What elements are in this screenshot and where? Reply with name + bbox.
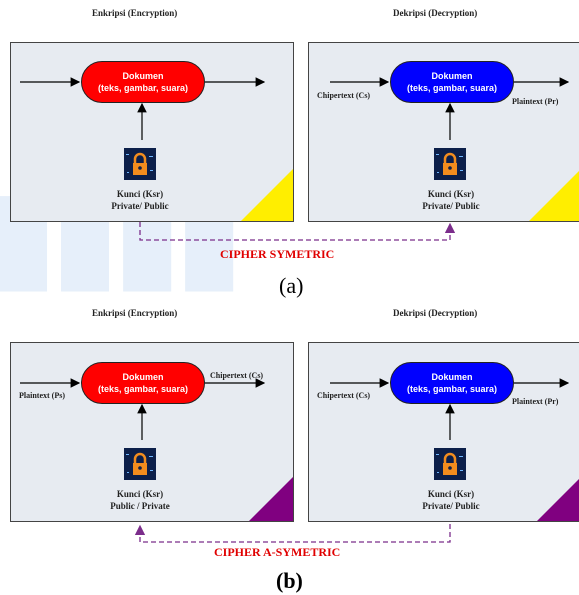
lock-icon xyxy=(124,148,156,180)
corner-triangle-purple xyxy=(249,477,293,521)
caption-a: (a) xyxy=(279,273,304,298)
document-pill-encrypt: Dokumen (teks, gambar, suara) xyxy=(81,61,205,103)
dashed-link-asymmetric xyxy=(134,524,451,543)
key-name: Kunci (Ksr) xyxy=(427,489,475,499)
document-pill-decrypt: Dokumen (teks, gambar, suara) xyxy=(390,362,514,404)
key-name: Kunci (Ksr) xyxy=(427,189,475,199)
plaintext-output-label: Plaintext (Pr) xyxy=(512,97,559,106)
key-type: Public / Private xyxy=(110,501,170,511)
key-type: Private/ Public xyxy=(422,501,480,511)
lock-icon xyxy=(434,448,466,480)
key-label-encrypt: Kunci (Ksr) Public / Private xyxy=(80,488,200,512)
caption-b: (b) xyxy=(276,568,303,593)
document-sub-label: (teks, gambar, suara) xyxy=(97,384,189,394)
diagram-b-left-header: Enkripsi (Encryption) xyxy=(92,308,178,318)
key-type: Private/ Public xyxy=(111,201,169,211)
key-label-decrypt: Kunci (Ksr) Private/ Public xyxy=(391,188,511,212)
key-type: Private/ Public xyxy=(422,201,480,211)
corner-triangle-purple xyxy=(537,477,579,521)
document-label: Dokumen xyxy=(431,71,473,81)
document-pill-decrypt: Dokumen (teks, gambar, suara) xyxy=(390,61,514,103)
lock-icon-graphic xyxy=(436,452,463,475)
key-label-encrypt: Kunci (Ksr) Private/ Public xyxy=(80,188,200,212)
chipertext-input-label: Chipertext (Cs) xyxy=(317,391,371,400)
key-name: Kunci (Ksr) xyxy=(116,189,164,199)
document-sub-label: (teks, gambar, suara) xyxy=(97,83,189,93)
cipher-symmetric-label: CIPHER SYMETRIC xyxy=(220,247,335,261)
cipher-asymmetric-label: CIPHER A-SYMETRIC xyxy=(214,545,341,559)
diagram-b-right-header: Dekripsi (Decryption) xyxy=(393,308,478,318)
chipertext-input-label: Chipertext (Cs) xyxy=(317,91,371,100)
lock-icon-graphic xyxy=(436,152,463,175)
chipertext-output-label: Chipertext (Cs) xyxy=(210,371,264,380)
lock-icon-graphic xyxy=(126,152,153,175)
plaintext-input-label: Plaintext (Ps) xyxy=(19,391,65,400)
lock-icon xyxy=(434,148,466,180)
lock-icon xyxy=(124,448,156,480)
key-label-decrypt: Kunci (Ksr) Private/ Public xyxy=(391,488,511,512)
diagram-a-right-header: Dekripsi (Decryption) xyxy=(393,8,478,18)
document-label: Dokumen xyxy=(431,372,473,382)
document-pill-encrypt: Dokumen (teks, gambar, suara) xyxy=(81,362,205,404)
document-label: Dokumen xyxy=(122,71,164,81)
key-name: Kunci (Ksr) xyxy=(116,489,164,499)
document-sub-label: (teks, gambar, suara) xyxy=(406,384,498,394)
corner-triangle-yellow xyxy=(241,169,293,221)
plaintext-output-label: Plaintext (Pr) xyxy=(512,397,559,406)
top-partial-caption: Enkripsi (Encryption) xyxy=(92,8,178,18)
lock-icon-graphic xyxy=(126,452,153,475)
document-sub-label: (teks, gambar, suara) xyxy=(406,83,498,93)
document-label: Dokumen xyxy=(122,372,164,382)
corner-triangle-yellow xyxy=(529,169,579,221)
